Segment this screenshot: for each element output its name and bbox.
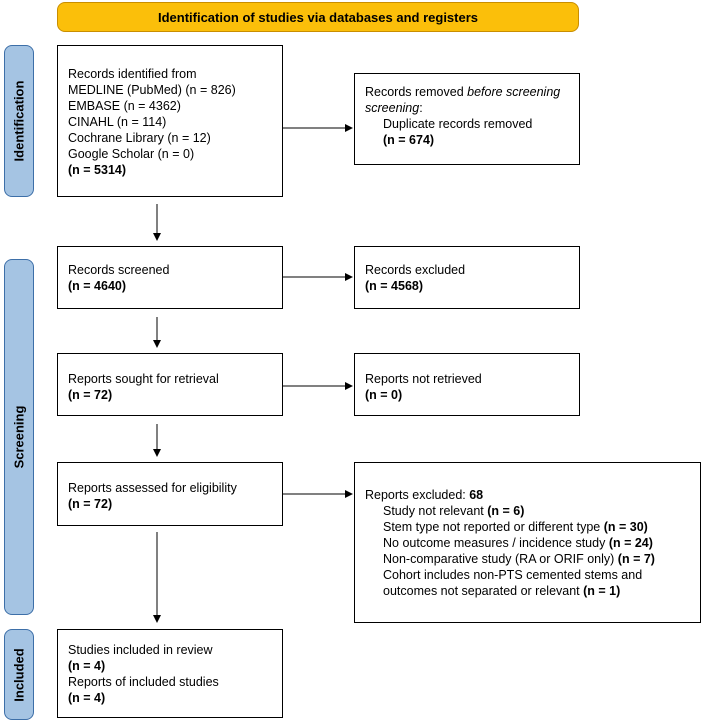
- reports-included-label: Reports of included studies: [68, 675, 219, 689]
- exclusion-reason: outcomes not separated or relevant (n = …: [383, 584, 621, 598]
- reports-included-count: (n = 4): [68, 691, 106, 705]
- records-removed-title-cont: screening:: [365, 101, 423, 115]
- source-cochrane: Cochrane Library (n = 12): [68, 131, 211, 145]
- reports-sought-box: Reports sought for retrieval (n = 72): [57, 353, 283, 416]
- records-removed-box: Records removed before screening screeni…: [354, 73, 580, 165]
- exclusion-reason: Cohort includes non-PTS cemented stems a…: [383, 568, 643, 582]
- reports-not-retrieved-title: Reports not retrieved: [365, 372, 482, 386]
- reports-assessed-count: (n = 72): [68, 497, 113, 511]
- records-excluded-count: (n = 4568): [365, 279, 424, 293]
- reports-sought-title: Reports sought for retrieval: [68, 372, 219, 386]
- exclusion-reason: Stem type not reported or different type…: [383, 520, 648, 534]
- side-label-identification: Identification: [4, 45, 34, 197]
- reports-assessed-box: Reports assessed for eligibility (n = 72…: [57, 462, 283, 526]
- source-embase: EMBASE (n = 4362): [68, 99, 181, 113]
- side-label-included: Included: [4, 629, 34, 720]
- records-screened-count: (n = 4640): [68, 279, 127, 293]
- reports-not-retrieved-box: Reports not retrieved (n = 0): [354, 353, 580, 416]
- records-identified-box: Records identified from MEDLINE (PubMed)…: [57, 45, 283, 197]
- duplicate-records-count: (n = 674): [383, 133, 435, 147]
- reports-excluded-box: Reports excluded: 68 Study not relevant …: [354, 462, 701, 623]
- source-medline: MEDLINE (PubMed) (n = 826): [68, 83, 236, 97]
- source-cinahl: CINAHL (n = 114): [68, 115, 167, 129]
- records-identified-total: (n = 5314): [68, 163, 127, 177]
- records-removed-title: Records removed before screening: [365, 85, 561, 99]
- reports-sought-count: (n = 72): [68, 388, 113, 402]
- records-screened-box: Records screened (n = 4640): [57, 246, 283, 309]
- records-screened-title: Records screened: [68, 263, 170, 277]
- reports-excluded-title: Reports excluded: 68: [365, 488, 484, 502]
- duplicate-records-label: Duplicate records removed: [383, 117, 533, 131]
- reports-not-retrieved-count: (n = 0): [365, 388, 403, 402]
- exclusion-reason: Study not relevant (n = 6): [383, 504, 525, 518]
- studies-included-count: (n = 4): [68, 659, 106, 673]
- studies-included-label: Studies included in review: [68, 643, 213, 657]
- records-excluded-box: Records excluded (n = 4568): [354, 246, 580, 309]
- reports-assessed-title: Reports assessed for eligibility: [68, 481, 237, 495]
- records-excluded-title: Records excluded: [365, 263, 466, 277]
- exclusion-reason: No outcome measures / incidence study (n…: [383, 536, 653, 550]
- exclusion-reason: Non-comparative study (RA or ORIF only) …: [383, 552, 655, 566]
- studies-included-box: Studies included in review (n = 4) Repor…: [57, 629, 283, 718]
- records-identified-title: Records identified from: [68, 67, 197, 81]
- side-label-screening: Screening: [4, 259, 34, 615]
- source-google-scholar: Google Scholar (n = 0): [68, 147, 195, 161]
- section-header: Identification of studies via databases …: [57, 2, 579, 32]
